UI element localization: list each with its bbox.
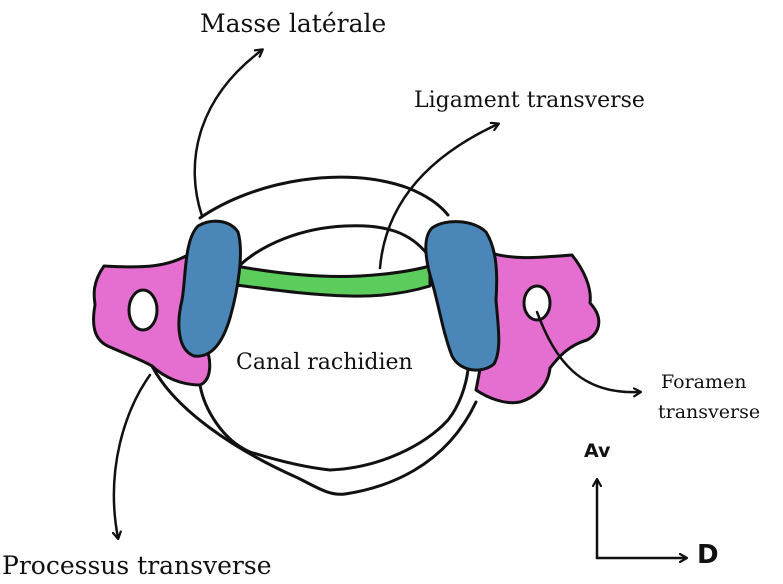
orientation-right-label: D (697, 540, 719, 570)
label-transverse-ligament: Ligament transverse (414, 88, 645, 113)
right-lateral-mass (426, 222, 499, 371)
arrow-transverse-process (114, 375, 150, 538)
label-transverse-foramen-line1: Foramen (661, 372, 747, 394)
label-lateral-mass: Masse latérale (200, 10, 386, 39)
label-spinal-canal: Canal rachidien (236, 350, 413, 375)
anterior-arch-outline (200, 177, 448, 218)
label-transverse-foramen-line2: transverse (658, 402, 760, 424)
transverse-ligament (236, 266, 430, 296)
orientation-anterior-label: Av (584, 440, 610, 462)
left-lateral-mass (179, 221, 241, 356)
label-transverse-process: Processus transverse (2, 552, 271, 581)
left-transverse-foramen (129, 290, 157, 330)
